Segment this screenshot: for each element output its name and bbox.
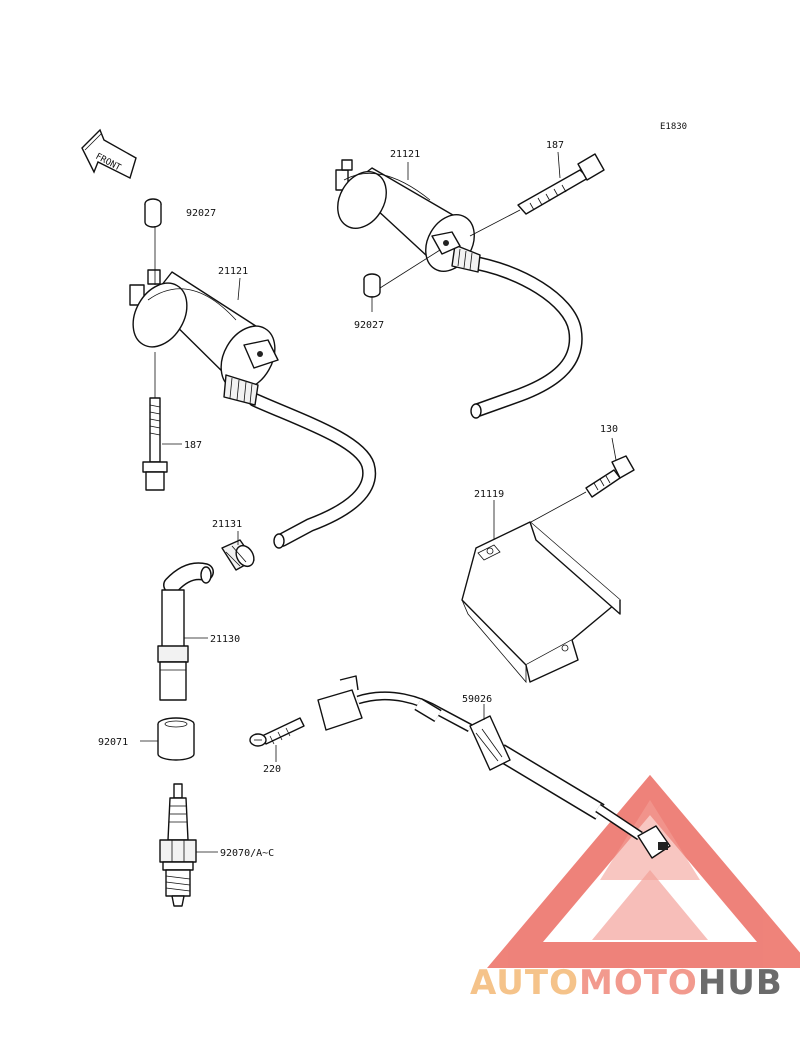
watermark-triangle-icon (487, 774, 800, 968)
leader-lines-right (371, 151, 561, 312)
collar-92027-left (144, 198, 162, 228)
spark-plug-92070 (159, 783, 218, 907)
callout-bolt-right: 187 (546, 140, 564, 151)
callout-o-ring: 92071 (98, 737, 128, 748)
o-ring-92071 (140, 717, 195, 761)
watermark-word-3: HUB (698, 963, 783, 1003)
callout-plug-cap: 21130 (210, 634, 240, 645)
plug-cap-21130 (157, 562, 214, 701)
leader-lines-left (154, 226, 241, 445)
pickup-coil-assembly (249, 675, 671, 859)
diagram-code: E1830 (660, 122, 687, 132)
bolt-130 (519, 437, 635, 529)
watermark-word-1: AUTO (470, 963, 579, 1003)
bolt-187-left (142, 397, 168, 491)
svg-text:AUTOMOTOHUB: AUTOMOTOHUB (470, 963, 783, 1003)
igniter-21119 (461, 500, 621, 684)
front-arrow-icon: FRONT (81, 128, 137, 179)
callout-pickup-screw: 220 (263, 764, 281, 775)
callout-igniter: 21119 (474, 489, 504, 500)
callout-bolt-left: 187 (184, 440, 202, 451)
cap-nut-21131 (221, 531, 255, 571)
callout-spark-plug: 92070/A~C (220, 848, 274, 859)
callout-coil-left: 21121 (218, 266, 248, 277)
ignition-coil-left (129, 269, 377, 549)
callout-coil-right: 21121 (390, 149, 420, 160)
callout-pickup-grommet: 59026 (462, 694, 492, 705)
collar-92027-right (363, 273, 381, 298)
watermark-word-2: MOTO (579, 963, 698, 1003)
callout-collar-left: 92027 (186, 208, 216, 219)
bolt-187-right (517, 153, 605, 215)
callout-cap-nut: 21131 (212, 519, 242, 530)
watermark-logo: AUTOMOTOHUB (470, 963, 783, 1003)
callout-bolt-igniter: 130 (600, 424, 618, 435)
ignition-coil-right (335, 159, 583, 419)
callout-collar-right: 92027 (354, 320, 384, 331)
